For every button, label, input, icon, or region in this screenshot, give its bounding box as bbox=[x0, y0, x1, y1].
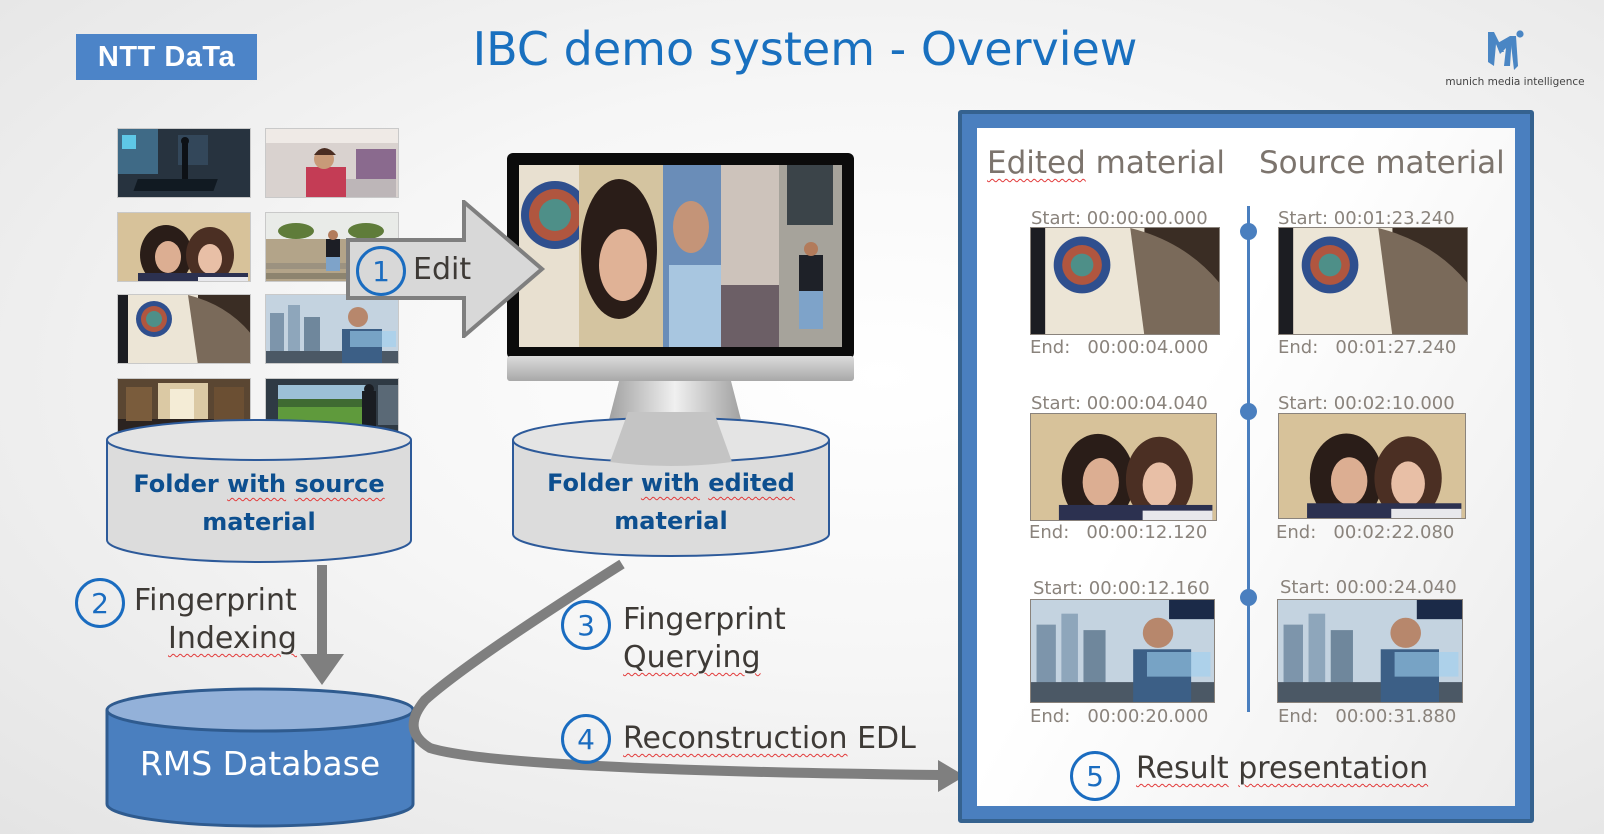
edl-word: EDL bbox=[847, 721, 916, 756]
treadmill-hologram-image bbox=[118, 129, 250, 197]
step-number: 5 bbox=[1086, 759, 1104, 793]
step-2-circle: 2 bbox=[75, 578, 125, 628]
edited-start-time: Start: 00:00:12.160 bbox=[1033, 578, 1210, 599]
monitor bbox=[507, 153, 854, 443]
source-thumb-man-city bbox=[265, 294, 399, 364]
edited-folder-label-part: with bbox=[640, 469, 700, 497]
edited-clip-thumb bbox=[1030, 227, 1220, 335]
man-city-hologram-image bbox=[1031, 600, 1214, 702]
source-end-time: End: 00:00:31.880 bbox=[1278, 706, 1457, 727]
indexing-arrow-head bbox=[300, 654, 344, 685]
two-women-laptop-image bbox=[118, 213, 250, 281]
source-clip-thumb bbox=[1277, 599, 1463, 703]
edited-start-time: Start: 00:00:04.040 bbox=[1031, 393, 1208, 414]
rms-database-label: RMS Database bbox=[139, 744, 381, 783]
step-1-label: Edit bbox=[413, 252, 472, 287]
source-start-time: Start: 00:00:24.040 bbox=[1280, 577, 1457, 598]
step-number: 3 bbox=[577, 608, 595, 642]
source-clip-thumb bbox=[1278, 227, 1468, 335]
edited-folder-label-part: edited bbox=[708, 469, 795, 497]
mmi-logo-text: munich media intelligence bbox=[1445, 76, 1585, 88]
edited-folder-label-line2: material bbox=[614, 507, 728, 535]
two-women-laptop-image bbox=[1279, 414, 1465, 518]
edited-end-time: End: 00:00:20.000 bbox=[1030, 706, 1209, 727]
source-folder-label: Folder with source material bbox=[104, 465, 414, 541]
source-folder-label-line2: material bbox=[202, 508, 316, 536]
step-3-circle: 3 bbox=[561, 600, 611, 650]
illuminated-manuscript-image bbox=[1031, 228, 1219, 334]
source-thumb-manuscript bbox=[117, 294, 251, 364]
flight-attendant-image bbox=[266, 129, 398, 197]
step-5-circle: 5 bbox=[1070, 751, 1120, 801]
result-word: Result bbox=[1136, 751, 1229, 786]
step-1-circle: 1 bbox=[356, 246, 406, 296]
source-clip-thumb bbox=[1278, 413, 1466, 519]
querying-word: Querying bbox=[623, 640, 761, 675]
reconstruction-word: Reconstruction bbox=[623, 721, 848, 756]
timeline-dot bbox=[1240, 403, 1257, 420]
edited-start-time: Start: 00:00:00.000 bbox=[1031, 208, 1208, 229]
edited-folder-cylinder bbox=[512, 412, 830, 557]
step-4-circle: 4 bbox=[561, 714, 611, 764]
source-start-time: Start: 00:02:10.000 bbox=[1278, 393, 1455, 414]
reconstruct-arrow-head bbox=[938, 760, 965, 792]
edited-material-header: Edited material bbox=[987, 145, 1225, 181]
ntt-data-logo: NTT DaTa bbox=[76, 34, 257, 80]
timeline-dot bbox=[1240, 589, 1257, 606]
edited-end-time: End: 00:00:04.000 bbox=[1030, 337, 1209, 358]
mmi-logo-icon bbox=[1488, 30, 1524, 70]
source-folder-cylinder bbox=[106, 419, 412, 563]
source-thumb-two-women bbox=[117, 212, 251, 282]
edited-word: Edited bbox=[987, 145, 1086, 181]
source-thumb-treadmill bbox=[117, 128, 251, 198]
timeline-line bbox=[1247, 206, 1250, 712]
man-city-hologram-image bbox=[266, 295, 398, 363]
step-5-label: Result presentation bbox=[1136, 750, 1428, 787]
query-reconstruct-arrow-path bbox=[408, 559, 941, 780]
step-3-label-line2: Querying bbox=[623, 639, 761, 676]
edited-folder-label: Folder with edited material bbox=[510, 464, 832, 540]
edited-folder-label-part: Folder bbox=[547, 469, 641, 497]
source-folder-label-part: source bbox=[294, 470, 385, 498]
step-number: 1 bbox=[372, 254, 390, 288]
source-start-time: Start: 00:01:23.240 bbox=[1278, 208, 1455, 229]
material-word: material bbox=[1085, 145, 1226, 181]
source-thumb-flight-attendant bbox=[265, 128, 399, 198]
monitor-screen-edited-video bbox=[519, 165, 842, 347]
step-number: 2 bbox=[91, 586, 109, 620]
illuminated-manuscript-image bbox=[118, 295, 250, 363]
source-folder-label-part: Folder bbox=[133, 470, 228, 498]
source-folder-label-part: with bbox=[227, 470, 287, 498]
edited-clip-thumb bbox=[1030, 599, 1215, 703]
step-2-label-line2: Indexing bbox=[168, 620, 297, 657]
indexing-word: Indexing bbox=[168, 621, 297, 656]
presentation-word: presentation bbox=[1238, 751, 1429, 786]
step-number: 4 bbox=[577, 722, 595, 756]
source-material-header: Source material bbox=[1259, 145, 1505, 181]
source-end-time: End: 00:01:27.240 bbox=[1278, 337, 1457, 358]
timeline-dot bbox=[1240, 223, 1257, 240]
edit-arrow bbox=[346, 200, 546, 338]
illuminated-manuscript-image bbox=[1279, 228, 1467, 334]
two-women-laptop-image bbox=[1031, 414, 1216, 520]
step-2-label-line1: Fingerprint bbox=[134, 583, 297, 618]
page-title: IBC demo system - Overview bbox=[472, 22, 1138, 76]
edited-end-time: End: 00:00:12.120 bbox=[1029, 522, 1208, 543]
step-4-label: Reconstruction EDL bbox=[623, 720, 916, 757]
man-city-hologram-image bbox=[1278, 600, 1462, 702]
step-3-label-line1: Fingerprint bbox=[623, 602, 786, 637]
source-end-time: End: 00:02:22.080 bbox=[1276, 522, 1455, 543]
rms-database-cylinder bbox=[105, 687, 415, 828]
edited-clip-thumb bbox=[1030, 413, 1217, 521]
